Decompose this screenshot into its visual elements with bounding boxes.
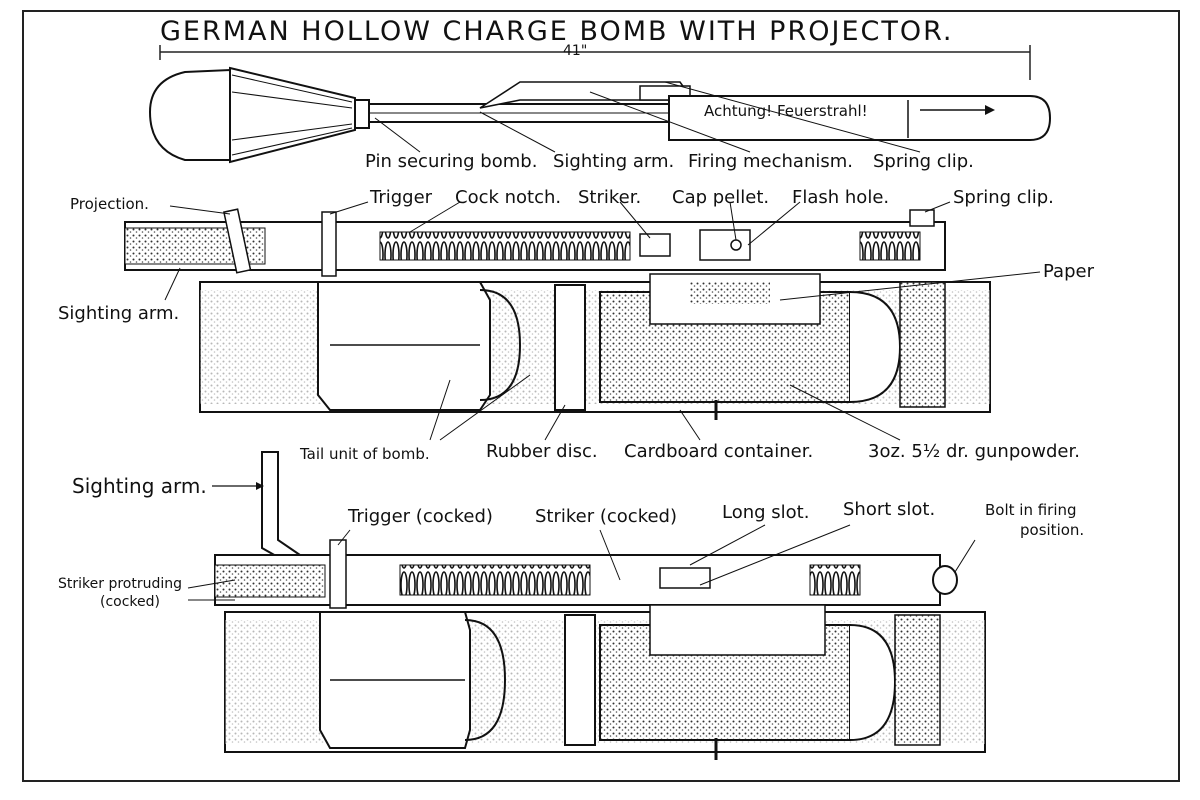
cocked-section-drawing — [187, 451, 986, 760]
striker-protruding-label-line1: Striker protruding — [58, 576, 183, 592]
cap-pellet-label: Cap pellet. — [672, 187, 770, 208]
tail-unit-label: Tail unit of bomb. — [300, 445, 430, 463]
bottom-sighting-arm-label: Sighting arm. — [72, 474, 207, 498]
section-drawing — [124, 201, 1041, 441]
diagram-frame — [22, 10, 1180, 782]
pin-securing-bomb-label: Pin securing bomb. — [365, 151, 538, 172]
striker-protruding-label-line2: (cocked) — [100, 594, 160, 610]
gunpowder-label: 3oz. 5½ dr. gunpowder. — [868, 441, 1080, 462]
top-spring-clip-label: Spring clip. — [873, 151, 974, 172]
bolt-firing-position-label-line1: Bolt in firing — [985, 501, 1077, 519]
long-slot-label: Long slot. — [722, 502, 810, 523]
striker-cocked-label: Striker (cocked) — [535, 506, 677, 527]
overall-weapon-drawing — [148, 45, 1052, 164]
mid-sighting-arm-label: Sighting arm. — [58, 303, 180, 324]
warning-text: Achtung! Feuerstrahl! — [704, 102, 868, 120]
paper-label: Paper — [1043, 261, 1094, 282]
trigger-label: Trigger — [370, 187, 433, 208]
cock-notch-label: Cock notch. — [455, 187, 562, 208]
firing-mechanism-label: Firing mechanism. — [688, 151, 853, 172]
flash-hole-label: Flash hole. — [792, 187, 890, 208]
top-sighting-arm-label: Sighting arm. — [553, 151, 675, 172]
bolt-firing-position-label-line2: position. — [1020, 521, 1085, 539]
projection-label: Projection. — [70, 195, 149, 213]
striker-label: Striker. — [578, 187, 642, 208]
rubber-disc-label: Rubber disc. — [486, 441, 598, 462]
mid-spring-clip-label: Spring clip. — [953, 187, 1054, 208]
cardboard-container-label: Cardboard container. — [624, 441, 814, 462]
diagram-title: GERMAN HOLLOW CHARGE BOMB WITH PROJECTOR… — [160, 16, 954, 47]
short-slot-label: Short slot. — [843, 499, 936, 520]
trigger-cocked-label: Trigger (cocked) — [348, 506, 493, 527]
overall-length-label: 41" — [563, 43, 588, 59]
